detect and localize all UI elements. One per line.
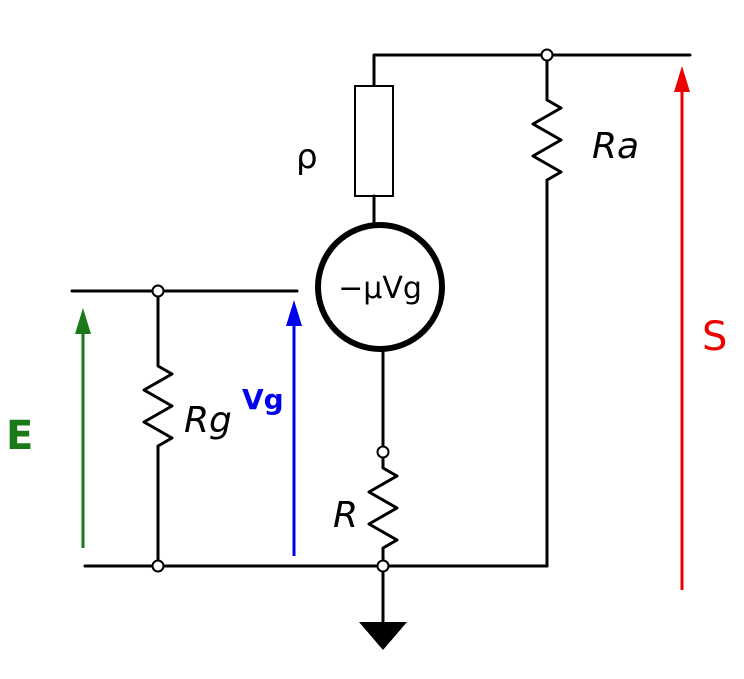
node-gate	[151, 284, 165, 298]
s-label: S	[702, 314, 727, 360]
rho-label: ρ	[296, 137, 318, 177]
r-label: R	[333, 495, 358, 536]
node-r-bottom	[376, 559, 390, 573]
rg-label: Rg	[184, 400, 232, 441]
top-rail	[372, 53, 692, 88]
s-arrow	[674, 66, 690, 590]
rho-impedance	[354, 85, 394, 227]
e-label: E	[6, 413, 33, 459]
e-arrow	[75, 308, 91, 548]
source-label: −μVg	[338, 271, 422, 306]
vg-arrow	[286, 300, 302, 556]
junction-nodes	[151, 48, 554, 573]
voltage-source: −μVg	[315, 222, 445, 352]
node-top-right	[540, 48, 554, 62]
ground-symbol-icon	[359, 564, 407, 650]
resistor-rg	[142, 289, 174, 568]
node-r-top	[376, 445, 390, 459]
ra-label: Ra	[592, 126, 639, 167]
resistor-ra	[531, 53, 563, 568]
node-bottom-left	[151, 559, 165, 573]
vg-label: Vg	[242, 383, 284, 416]
resistor-r	[367, 450, 399, 568]
